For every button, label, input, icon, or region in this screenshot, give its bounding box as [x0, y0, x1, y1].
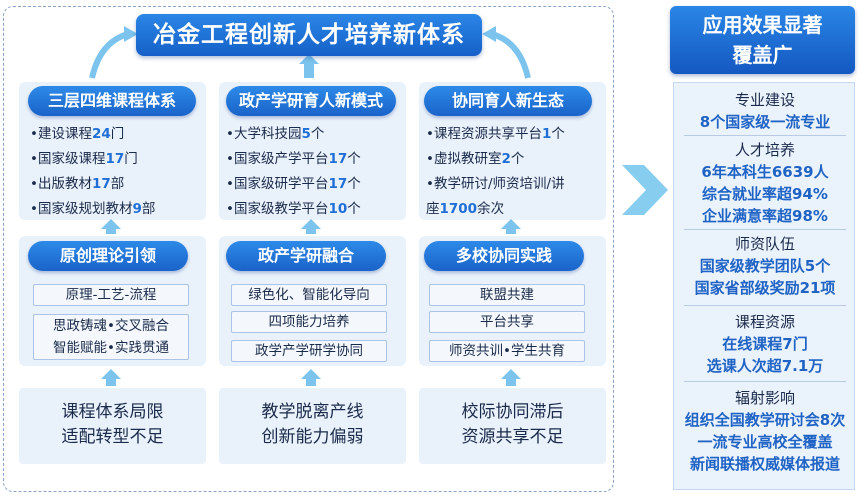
section-line: 组织全国教学研讨会8次	[684, 411, 846, 429]
section-line: 8个国家级一流专业	[699, 113, 831, 131]
right-header-line1: 应用效果显著	[702, 13, 823, 37]
col2-problem: 教学脱离产线 创新能力偏弱	[219, 388, 406, 464]
section-line: 6年本科生6639人	[701, 163, 829, 181]
list-item: •教学研讨/师资培训/讲	[426, 176, 565, 192]
col3-mid-header: 多校协同实践	[424, 241, 584, 271]
col2-header: 政产学研育人新模式	[226, 86, 396, 116]
col1-arrowhead-2	[101, 369, 121, 379]
section-line: 国家级教学团队5个	[699, 257, 831, 275]
section-line: 国家省部级奖励21项	[694, 279, 836, 297]
section-title-course: 课程资源	[734, 313, 795, 331]
left-curve-arrowhead	[124, 26, 138, 42]
divider	[684, 305, 846, 306]
list-item: •国家级教学平台10个	[226, 201, 361, 217]
col3-box-2: 平台共享	[429, 311, 585, 333]
col2-list: •大学科技园5个 •国家级产学平台17个 •国家级研学平台17个 •国家级教学平…	[226, 122, 361, 222]
col1-box-1: 原理-工艺-流程	[33, 284, 189, 306]
col1-arrowhead-1	[101, 219, 121, 229]
col3-box-3: 师资共训•学生共育	[429, 340, 585, 362]
col2-arrowhead-1	[301, 219, 321, 229]
section-title-impact: 辐射影响	[734, 389, 795, 407]
col3-arrow-stem-2	[506, 378, 516, 386]
right-curve-arrowhead	[482, 26, 496, 42]
col2-arrow-stem-1	[306, 228, 316, 234]
section-title-faculty: 师资队伍	[734, 235, 795, 253]
section-line: 一流专业高校全覆盖	[697, 433, 833, 451]
list-item: 座1700余次	[426, 201, 505, 217]
col1-mid-header: 原创理论引领	[28, 241, 188, 271]
col1-box-2-line2: 智能赋能•实践贯通	[53, 340, 169, 356]
col3-arrowhead-1	[501, 219, 521, 229]
right-big-arrow	[622, 165, 668, 215]
col1-problem: 课程体系局限 适配转型不足	[19, 388, 206, 464]
col1-box-2: 思政铸魂•交叉融合 智能赋能•实践贯通	[33, 314, 189, 360]
list-item: •大学科技园5个	[226, 126, 325, 142]
col1-problem-line1: 课程体系局限	[61, 402, 164, 422]
col1-arrow-stem-1	[106, 228, 116, 234]
right-big-arrow-shape	[622, 165, 668, 215]
col1-list: •建设课程24门 •国家级课程17门 •出版教材17部 •国家级规划教材9部	[30, 122, 155, 222]
center-arrowhead	[299, 54, 319, 64]
list-item: •虚拟教研室2个	[426, 151, 525, 167]
col2-problem-line2: 创新能力偏弱	[261, 427, 364, 447]
col2-mid-header: 政产学研融合	[226, 241, 386, 271]
col1-header: 三层四维课程体系	[28, 86, 196, 116]
divider	[684, 381, 846, 382]
col2-problem-line1: 教学脱离产线	[261, 402, 364, 422]
list-item: •国家级规划教材9部	[30, 201, 156, 217]
section-title-talent: 人才培养	[734, 141, 795, 159]
right-header-line2: 覆盖广	[732, 43, 793, 67]
section-line: 在线课程7门	[722, 335, 808, 353]
col3-list: •课程资源共享平台1个 •虚拟教研室2个 •教学研讨/师资培训/讲 座1700余…	[426, 122, 565, 222]
col2-box-2: 四项能力培养	[231, 311, 387, 333]
right-curve-arrow	[491, 31, 531, 79]
connector-arrows	[89, 26, 531, 79]
col3-problem: 校际协同滞后 资源共享不足	[419, 388, 606, 464]
list-item: •国家级产学平台17个	[226, 151, 361, 167]
list-item: •建设课程24门	[30, 126, 125, 142]
col2-box-1: 绿色化、智能化导向	[231, 284, 387, 306]
col2-arrowhead-2	[301, 369, 321, 379]
right-panel: 专业建设 8个国家级一流专业 人才培养 6年本科生6639人 综合就业率超94%…	[673, 82, 855, 490]
section-line: 选课人次超7.1万	[706, 357, 824, 375]
col1-problem-line2: 适配转型不足	[61, 427, 164, 447]
center-arrow-stem	[304, 62, 314, 78]
section-title-major: 专业建设	[734, 91, 795, 109]
page-title: 冶金工程创新人才培养新体系	[136, 14, 482, 56]
section-line: 综合就业率超94%	[702, 185, 828, 203]
col1-box-2-line1: 思政铸魂•交叉融合	[53, 318, 169, 334]
col3-header: 协同育人新生态	[424, 86, 592, 116]
divider	[684, 229, 846, 230]
list-item: •出版教材17部	[30, 176, 125, 192]
col2-box-3: 政学产学研学协同	[231, 340, 387, 362]
section-line: 企业满意率超98%	[702, 207, 828, 225]
list-item: •国家级课程17门	[30, 151, 138, 167]
col3-box-1: 联盟共建	[429, 284, 585, 306]
right-header: 应用效果显著 覆盖广	[670, 6, 855, 74]
col2-arrow-stem-2	[306, 378, 316, 386]
col3-problem-line2: 资源共享不足	[461, 427, 564, 447]
list-item: •课程资源共享平台1个	[426, 126, 565, 142]
col1-arrow-stem-2	[106, 378, 116, 386]
left-curve-arrow	[89, 31, 129, 79]
divider	[684, 135, 846, 136]
section-line: 新闻联播权威媒体报道	[689, 455, 840, 473]
list-item: •国家级研学平台17个	[226, 176, 361, 192]
col3-problem-line1: 校际协同滞后	[461, 402, 564, 422]
col3-arrow-stem-1	[506, 228, 516, 234]
col3-arrowhead-2	[501, 369, 521, 379]
